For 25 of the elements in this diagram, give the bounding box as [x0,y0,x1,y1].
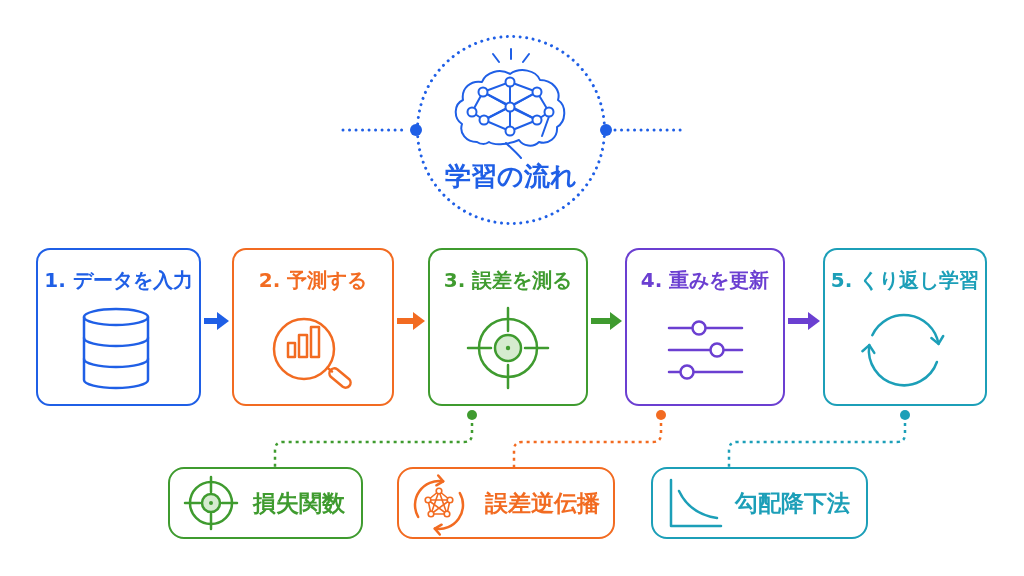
term-box [651,467,868,539]
arrow [204,312,229,330]
term-label: 損失関数 [253,489,345,518]
step-title: 2. 予測する [258,268,368,293]
step-box [428,248,588,406]
step-box [823,248,987,406]
dotted-connector [727,410,910,467]
term-label: 勾配降下法 [735,489,850,518]
dotted-circle [416,35,606,225]
step-title: 5. くり返し学習 [830,268,980,293]
term-box [168,467,363,539]
step-title: 1. データを入力 [44,268,193,293]
arrow [397,312,425,330]
title-text: 学習の流れ [445,160,577,193]
term-label: 誤差逆伝播 [485,489,600,518]
dotted-connector [512,410,666,467]
step-box [232,248,394,406]
arrow [788,312,820,330]
step-box [625,248,785,406]
step-title: 3. 誤差を測る [443,268,573,293]
term-box [397,467,615,539]
dotted-connector [273,410,477,467]
arrow [591,312,622,330]
step-title: 4. 重みを更新 [640,268,770,293]
step-box [36,248,201,406]
